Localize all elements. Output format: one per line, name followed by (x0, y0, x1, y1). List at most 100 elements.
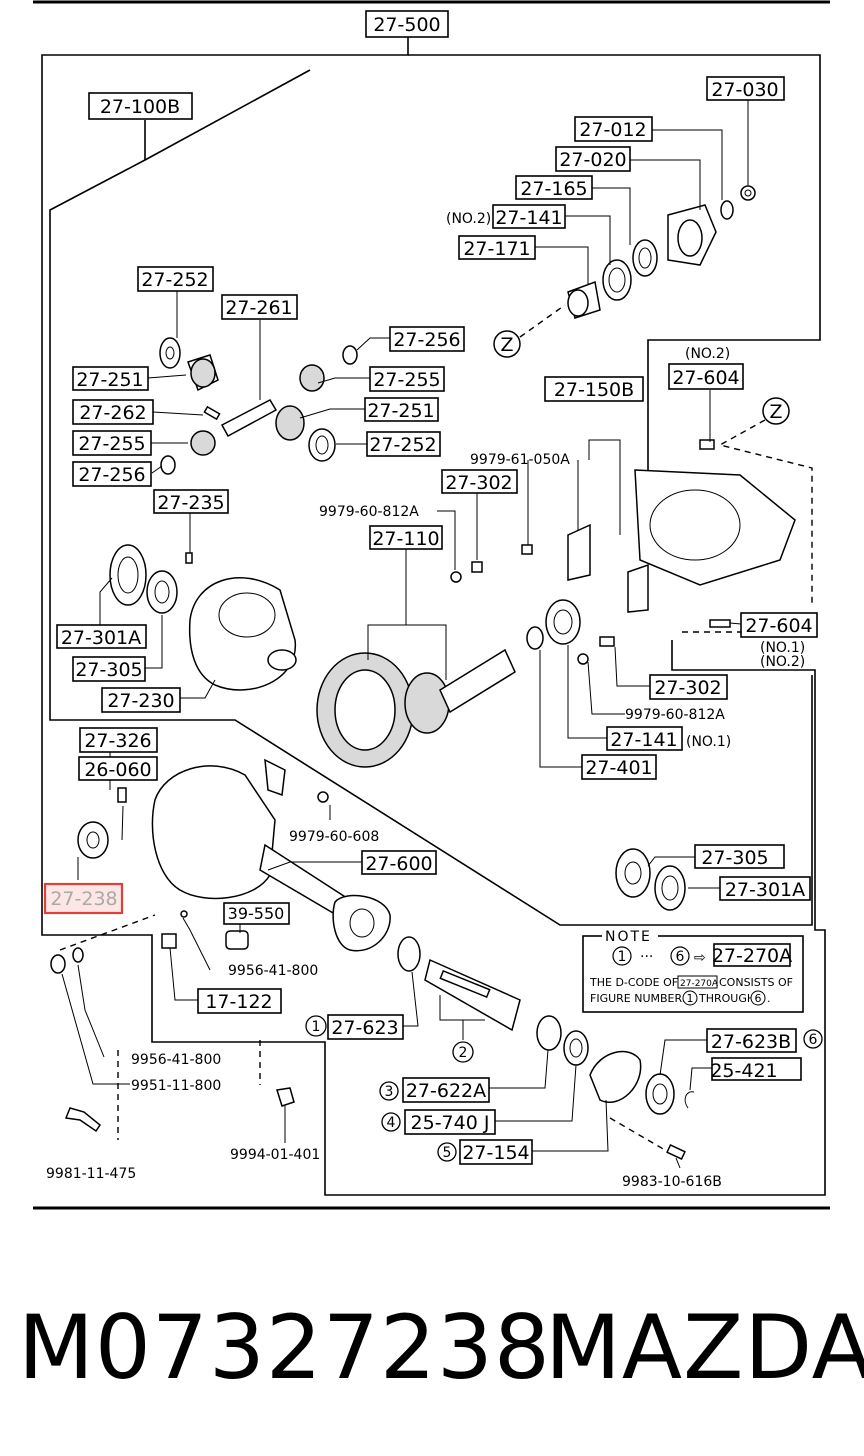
callout-39-550[interactable]: 39-550 (223, 902, 290, 925)
callout-27-171[interactable]: 27-171 (458, 235, 536, 260)
callout-26-060[interactable]: 26-060 (78, 756, 158, 781)
callout-27-150b[interactable]: 27-150B (544, 376, 644, 402)
svg-text:27-251: 27-251 (76, 369, 143, 391)
svg-text:27-262: 27-262 (79, 402, 146, 424)
svg-text:Z: Z (769, 401, 782, 423)
callout-27-261[interactable]: 27-261 (221, 294, 298, 320)
svg-text:27-302: 27-302 (445, 472, 512, 494)
gasket-label-9956-41-800-left[interactable]: 9956-41-800 (131, 1052, 221, 1068)
lower-left-hardware (50, 910, 295, 1133)
callout-27-623b[interactable]: 27-623B 6 (706, 1028, 823, 1053)
callout-27-030[interactable]: 27-030 (706, 76, 785, 101)
callout-27-251-right[interactable]: 27-251 (364, 397, 439, 422)
gasket-label-9956-41-800-right[interactable]: 9956-41-800 (228, 963, 318, 979)
callout-27-262[interactable]: 27-262 (72, 399, 154, 425)
svg-text:27-305: 27-305 (75, 659, 142, 681)
callout-27-251-left[interactable]: 27-251 (72, 366, 149, 391)
z-link-right (718, 419, 813, 605)
callout-27-154[interactable]: 5 27-154 (437, 1139, 533, 1165)
callout-27-305-left[interactable]: 27-305 (72, 656, 146, 682)
svg-text:27-251: 27-251 (367, 400, 434, 422)
svg-text:27-500: 27-500 (373, 14, 440, 36)
note-code[interactable]: 27-270A (712, 945, 792, 967)
note-line2-end: 6 (755, 992, 762, 1005)
svg-text:27-252: 27-252 (141, 269, 208, 291)
callout-27-255-right[interactable]: 27-255 (369, 366, 445, 392)
callout-27-230[interactable]: 27-230 (101, 687, 181, 713)
svg-text:27-012: 27-012 (579, 119, 646, 141)
svg-text:Z: Z (500, 334, 513, 356)
callout-27-020[interactable]: 27-020 (555, 146, 631, 172)
callout-27-301a-left[interactable]: 27-301A (56, 624, 147, 649)
note-box: NOTE 1 ··· 6 ⇨ 27-270A THE D-CODE OF 27-… (582, 929, 804, 1013)
callout-27-604-right[interactable]: 27-604 (740, 612, 818, 638)
callout-27-302-top[interactable]: 27-302 (441, 469, 518, 494)
bearing-cap-housing (450, 439, 796, 665)
note-heading: NOTE (605, 929, 652, 945)
callout-27-100b[interactable]: 27-100B (88, 92, 193, 120)
callout-27-141-no1[interactable]: 27-141 (606, 726, 683, 751)
bolt-label-9981-11-475[interactable]: 9981-11-475 (46, 1166, 136, 1182)
bolt-label-9983-10-616b[interactable]: 9983-10-616B (622, 1174, 722, 1190)
callout-27-301a-right[interactable]: 27-301A (719, 876, 811, 901)
svg-text:27-235: 27-235 (157, 492, 224, 514)
note-line2-mid: THROUGH (698, 992, 755, 1005)
callout-27-604-top[interactable]: 27-604 (668, 363, 744, 390)
svg-text:27-604: 27-604 (745, 615, 812, 637)
plug-label-9951-11-800[interactable]: 9951-11-800 (131, 1078, 221, 1094)
svg-text:5: 5 (443, 1145, 452, 1161)
svg-text:17-122: 17-122 (205, 991, 272, 1013)
svg-text:3: 3 (385, 1084, 394, 1100)
callout-27-256-top[interactable]: 27-256 (389, 326, 465, 352)
svg-text:27-100B: 27-100B (100, 96, 180, 118)
callout-27-012[interactable]: 27-012 (574, 116, 653, 142)
svg-text:25-740 J: 25-740 J (411, 1112, 490, 1134)
callout-27-252-top[interactable]: 27-252 (137, 266, 214, 292)
svg-text:27-255: 27-255 (78, 433, 145, 455)
callout-27-600[interactable]: 27-600 (361, 850, 437, 875)
note-line1-code: 27-270A (680, 979, 719, 989)
callout-25-421[interactable]: 25-421 (710, 1057, 802, 1082)
svg-text:27-326: 27-326 (84, 730, 151, 752)
lower-dash (59, 914, 156, 951)
svg-text:27-141: 27-141 (610, 729, 677, 751)
nut-label-9994-01-401[interactable]: 9994-01-401 (230, 1147, 320, 1163)
callout-27-302-right[interactable]: 27-302 (649, 674, 728, 700)
zone-marker-z-right: Z (762, 397, 790, 425)
bolt-label-9979-60-812a-top[interactable]: 9979-60-812A (319, 504, 419, 520)
bolt-label-9979-60-812a-bottom[interactable]: 9979-60-812A (625, 707, 725, 723)
callout-27-255-left[interactable]: 27-255 (72, 430, 152, 456)
callout-27-305-right[interactable]: 27-305 (694, 844, 785, 869)
note-arrow: ⇨ (694, 950, 706, 966)
svg-text:27-141: 27-141 (495, 207, 562, 229)
brand-name: MAZDA (545, 1296, 864, 1399)
svg-text:27-165: 27-165 (520, 178, 587, 200)
no1-tag-604: (NO.1) (760, 640, 805, 656)
callout-27-256-left[interactable]: 27-256 (72, 461, 152, 487)
callout-27-500[interactable]: 27-500 (365, 10, 449, 38)
callout-17-122[interactable]: 17-122 (197, 988, 282, 1014)
callout-27-238-highlighted[interactable]: 27-238 (43, 882, 124, 915)
callout-27-401[interactable]: 27-401 (581, 754, 657, 780)
bolt-label-9979-61-050a[interactable]: 9979-61-050A (470, 452, 570, 468)
bolt-label-9979-60-608[interactable]: 9979-60-608 (289, 829, 379, 845)
callout-27-252-bottom[interactable]: 27-252 (366, 431, 441, 457)
callout-27-235[interactable]: 27-235 (153, 489, 229, 514)
ring-pinion-gear (316, 599, 581, 768)
callout-group-2[interactable]: 2 (452, 1041, 474, 1063)
callout-27-622a[interactable]: 3 27-622A (379, 1077, 490, 1103)
callout-27-141-no2[interactable]: 27-141 (492, 204, 566, 229)
callout-27-165[interactable]: 27-165 (515, 175, 593, 200)
svg-text:27-154: 27-154 (462, 1142, 529, 1164)
no2-tag-141: (NO.2) (446, 211, 491, 227)
leader-lines (61, 97, 784, 1169)
callout-25-740j[interactable]: 4 25-740 J (381, 1109, 496, 1135)
diff-case (109, 544, 297, 691)
callout-27-326[interactable]: 27-326 (79, 727, 158, 753)
callout-27-623[interactable]: 1 27-623 (305, 1014, 404, 1040)
callout-27-110[interactable]: 27-110 (369, 525, 443, 550)
svg-text:27-623B: 27-623B (711, 1031, 791, 1053)
svg-text:27-302: 27-302 (654, 677, 721, 699)
diff-pinion-group (159, 337, 358, 475)
